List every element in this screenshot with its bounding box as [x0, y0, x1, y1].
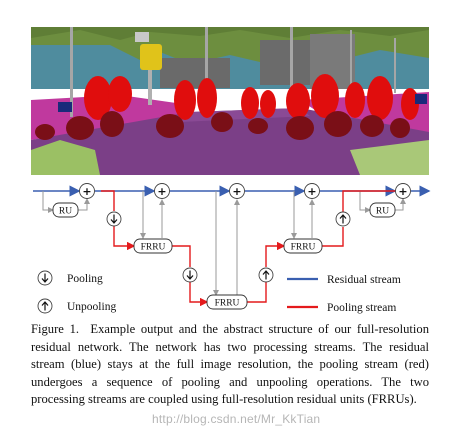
- frru-connections: [140, 191, 315, 296]
- unpooling-icon: [335, 211, 351, 227]
- ru-right-branch: [359, 191, 406, 213]
- unpooling-icon: [258, 267, 274, 283]
- ru-right-box: RU: [369, 202, 396, 218]
- svg-text:FRRU: FRRU: [141, 243, 166, 253]
- svg-text:Residual stream: Residual stream: [327, 274, 401, 286]
- ru-left-box: RU: [52, 202, 79, 218]
- plus-symbol: +: [82, 185, 91, 198]
- plus-symbol: +: [157, 185, 166, 198]
- sum-node: +: [304, 183, 320, 199]
- legend-pooling: Pooling: [37, 270, 103, 286]
- sum-node: +: [154, 183, 170, 199]
- legend-pooling-stream: Pooling stream: [287, 302, 396, 314]
- legend-residual-stream: Residual stream: [287, 274, 401, 286]
- figure-caption: Figure 1. Example output and the abstrac…: [31, 321, 429, 409]
- svg-text:FRRU: FRRU: [215, 299, 240, 309]
- svg-text:RU: RU: [59, 207, 72, 217]
- svg-text:Pooling: Pooling: [67, 273, 103, 285]
- frru-box-2: FRRU: [206, 294, 248, 310]
- plus-symbol: +: [398, 185, 407, 198]
- pooling-stream-line: [101, 190, 398, 307]
- ru-left-branch: [42, 191, 90, 213]
- legend: Pooling Unpooling Residual stream Poolin…: [37, 270, 401, 314]
- frru-box-1: FRRU: [133, 238, 173, 254]
- frru-box-3: FRRU: [283, 238, 323, 254]
- plus-symbol: +: [307, 185, 316, 198]
- svg-text:RU: RU: [376, 207, 389, 217]
- legend-unpooling: Unpooling: [37, 298, 116, 314]
- watermark-text: http://blog.csdn.net/Mr_KkTian: [152, 412, 321, 426]
- plus-symbol: +: [232, 185, 241, 198]
- segmentation-output-image: [31, 27, 429, 175]
- sum-node: +: [79, 183, 95, 199]
- caption-text: Example output and the abstract structur…: [31, 322, 429, 407]
- svg-text:Pooling stream: Pooling stream: [327, 302, 396, 314]
- pooling-icon: [182, 267, 198, 283]
- svg-text:Unpooling: Unpooling: [67, 301, 116, 313]
- pooling-icon: [106, 211, 122, 227]
- svg-text:FRRU: FRRU: [291, 243, 316, 253]
- caption-label: Figure 1.: [31, 322, 80, 336]
- network-structure-diagram: + + + + + RU RU FRRU: [33, 183, 431, 314]
- sum-node: +: [229, 183, 245, 199]
- sum-node: +: [395, 183, 411, 199]
